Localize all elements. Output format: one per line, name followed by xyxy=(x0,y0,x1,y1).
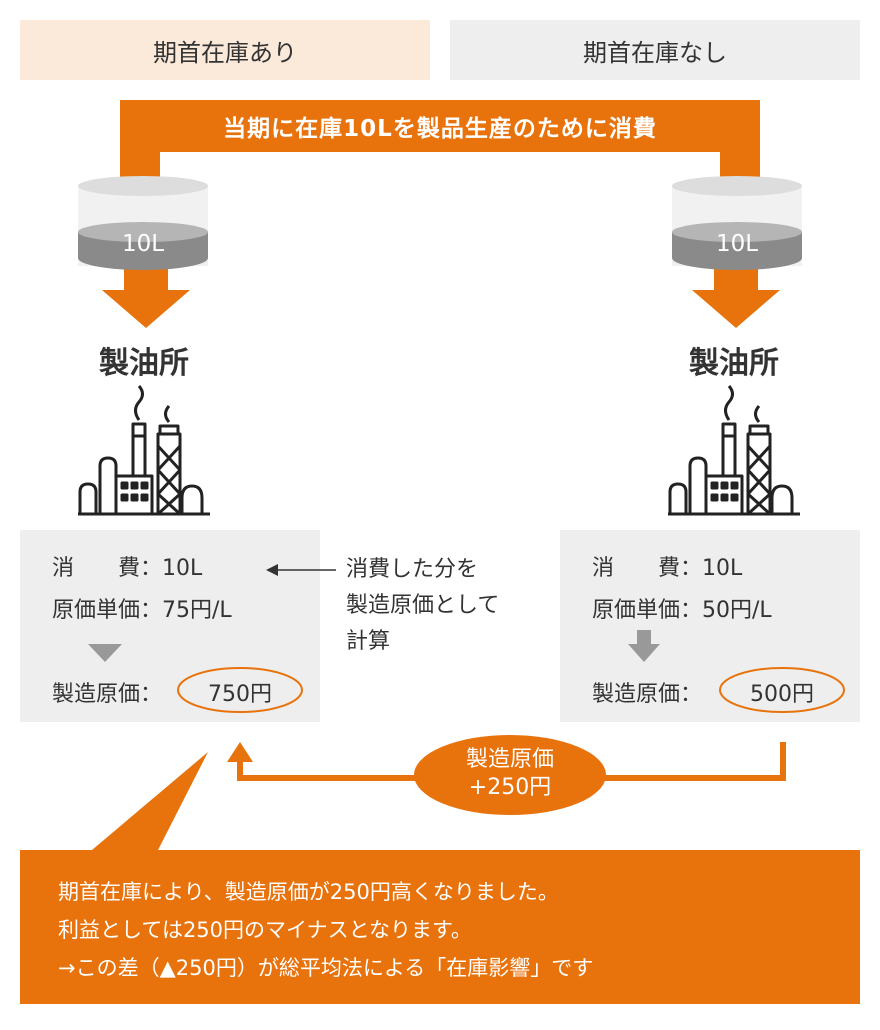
refinery-icon xyxy=(78,385,210,516)
left-refinery-label: 製油所 xyxy=(99,346,189,381)
right-tank-label: 10L xyxy=(715,231,759,257)
bottom-pointer xyxy=(92,752,208,850)
left-arrow-icon xyxy=(266,564,278,576)
header-without-inventory: 期首在庫なし xyxy=(450,20,860,80)
right-unit-cost: 原価単価：50円/L xyxy=(592,598,772,623)
left-result-ellipse xyxy=(177,667,303,713)
header-right-label: 期首在庫なし xyxy=(583,38,727,67)
right-result-ellipse xyxy=(719,667,845,713)
down-triangle-icon xyxy=(88,644,122,662)
right-cost-result: 500円 xyxy=(750,682,814,707)
difference-label: 製造原価 +250円 xyxy=(414,746,606,802)
note-line: 製造原価として xyxy=(346,593,500,618)
right-calc-bg xyxy=(560,530,860,722)
tank-icon xyxy=(78,176,208,270)
right-refinery-label: 製油所 xyxy=(689,346,779,381)
difference-ellipse xyxy=(414,735,606,815)
difference-line: +250円 xyxy=(468,775,552,800)
left-cost-result: 750円 xyxy=(208,682,272,707)
summary-line: 利益としては250円のマイナスとなります。 xyxy=(58,918,472,942)
consumption-note: 消費した分を 製造原価として 計算 xyxy=(346,552,499,660)
right-cost-prefix: 製造原価： xyxy=(592,682,703,707)
refinery-icon xyxy=(668,385,800,516)
note-line: 消費した分を xyxy=(346,557,479,582)
banner-text: 当期に在庫10Lを製品生産のために消費 xyxy=(223,116,657,142)
summary-line: →この差（▲250円）が総平均法による「在庫影響」です xyxy=(58,956,594,980)
left-consumption: 消 費：10L xyxy=(52,556,203,581)
right-consumption: 消 費：10L xyxy=(592,556,743,581)
down-arrow-icon xyxy=(628,630,660,662)
down-arrow-icon xyxy=(102,262,190,328)
down-arrow-icon xyxy=(692,262,780,328)
summary-line: 期首在庫により、製造原価が250円高くなりました。 xyxy=(58,880,559,904)
left-unit-cost: 原価単価：75円/L xyxy=(52,598,232,623)
difference-line: 製造原価 xyxy=(465,747,554,772)
up-arrow-icon xyxy=(227,742,253,762)
header-with-inventory: 期首在庫あり xyxy=(20,20,430,80)
left-tank-label: 10L xyxy=(121,231,165,257)
tank-icon xyxy=(672,176,802,270)
banner-bracket xyxy=(120,100,760,180)
left-calc-bg xyxy=(20,530,320,722)
left-cost-prefix: 製造原価： xyxy=(52,682,163,707)
summary-box xyxy=(20,850,860,1004)
header-left-label: 期首在庫あり xyxy=(153,38,297,67)
note-line: 計算 xyxy=(346,629,391,654)
